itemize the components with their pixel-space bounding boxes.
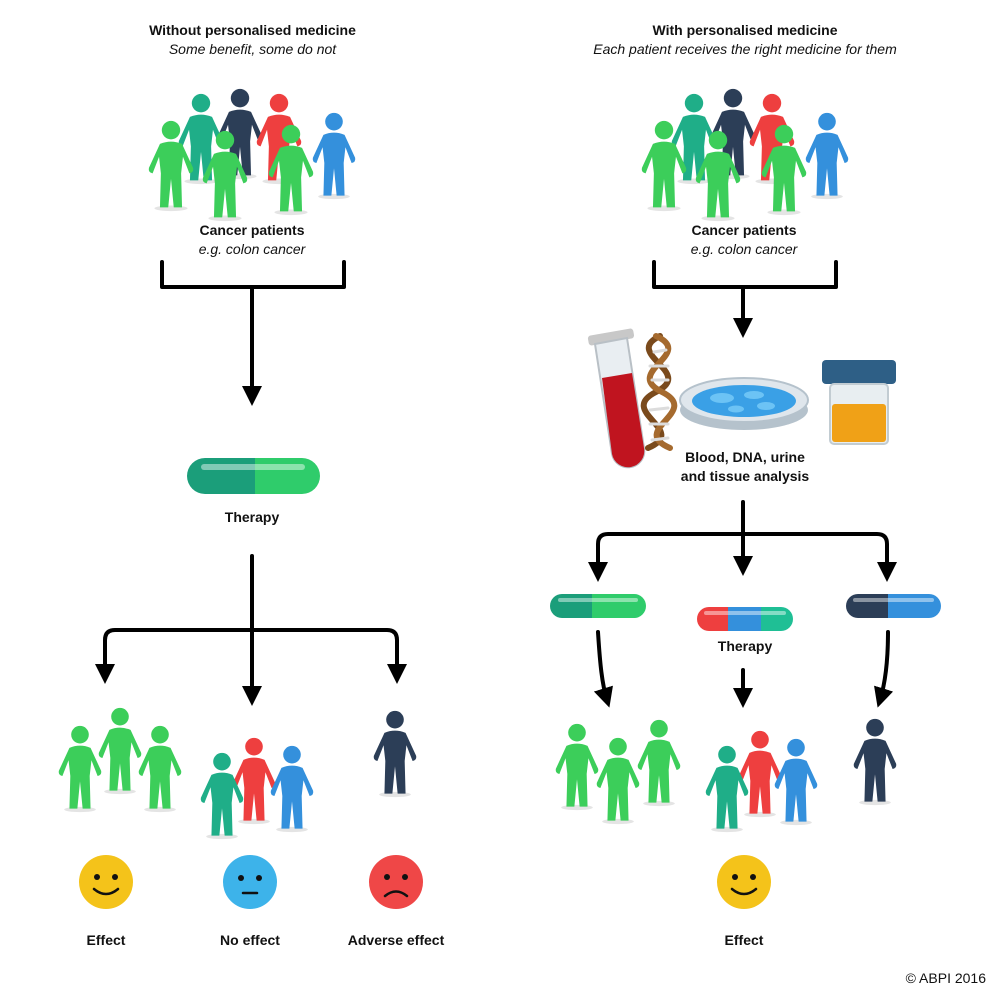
person-icon [555, 723, 599, 811]
person-icon [58, 725, 102, 813]
right-patients-label: Cancer patients e.g. colon cancer [690, 222, 798, 257]
patient-group-left [148, 88, 356, 222]
right-subtitle: Each patient receives the right medicine… [593, 41, 897, 57]
flow-connector-right [652, 260, 838, 338]
person-icon [270, 745, 314, 833]
pill-icon [187, 458, 320, 494]
pill-icon [550, 594, 646, 618]
therapy-branches-right [588, 500, 897, 582]
person-icon [200, 752, 244, 840]
pill-icon [697, 607, 793, 631]
person-icon [98, 707, 142, 795]
flow-connector-left [160, 260, 346, 406]
outcome-label-no-effect: No effect [220, 932, 280, 948]
outcome-label-right-effect: Effect [724, 932, 764, 948]
navy-patient-right [853, 718, 897, 806]
person-icon [138, 725, 182, 813]
left-patients-label: Cancer patients e.g. colon cancer [198, 222, 306, 257]
dna-icon [640, 333, 678, 451]
green-patients-right [555, 719, 681, 825]
person-icon [738, 730, 782, 818]
person-icon [853, 718, 897, 806]
person-icon [637, 719, 681, 807]
pill-to-group-arrows [593, 630, 894, 708]
right-therapy-label: Therapy [717, 638, 773, 654]
non-responders-group-left [200, 737, 314, 840]
person-icon [596, 737, 640, 825]
petri-dish-icon [679, 377, 809, 430]
left-subtitle: Some benefit, some do not [168, 41, 337, 57]
test-tube-icon [587, 328, 646, 469]
smiley-icon [79, 855, 133, 909]
person-icon [774, 738, 818, 826]
right-title: With personalised medicine [652, 22, 838, 38]
analysis-label: Blood, DNA, urine and tissue analysis [680, 449, 810, 484]
arrow-icon [874, 630, 894, 708]
adverse-group-left [373, 710, 417, 798]
smiley-icon [717, 855, 771, 909]
left-title: Without personalised medicine [149, 22, 356, 38]
sad-face-icon [369, 855, 423, 909]
outcome-label-adverse-effect: Adverse effect [347, 932, 445, 948]
patient-group-right [641, 88, 849, 222]
responders-group-left [58, 707, 182, 813]
left-therapy-label: Therapy [224, 509, 280, 525]
right-heading: With personalised medicine Each patient … [545, 21, 945, 59]
outcome-branches-left [95, 554, 407, 706]
left-heading: Without personalised medicine Some benef… [100, 21, 405, 59]
arrow-icon [593, 630, 613, 708]
neutral-face-icon [223, 855, 277, 909]
person-icon [805, 112, 849, 200]
person-icon [312, 112, 356, 200]
copyright: © ABPI 2016 [905, 970, 986, 986]
urine-sample-icon [822, 360, 896, 445]
person-icon [232, 737, 276, 825]
outcome-label-effect: Effect [86, 932, 126, 948]
person-icon [705, 745, 749, 833]
mixed-patients-right [705, 730, 818, 833]
pill-icon [846, 594, 941, 618]
person-icon [373, 710, 417, 798]
